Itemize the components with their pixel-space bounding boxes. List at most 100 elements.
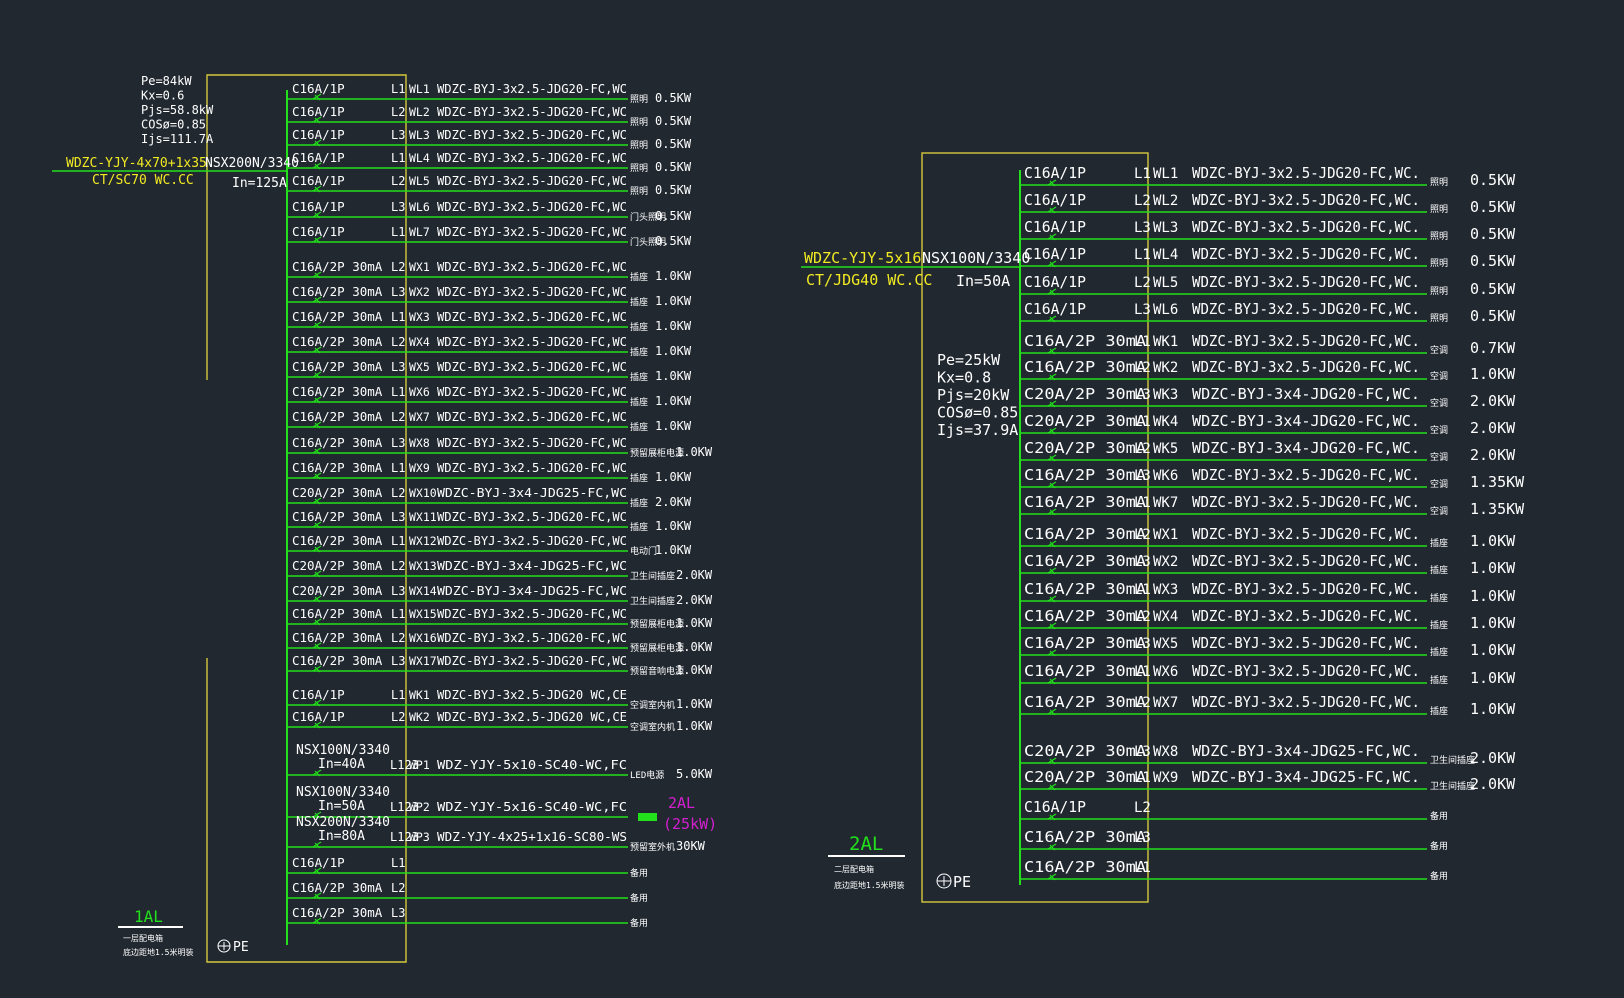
breaker-symbol [312, 699, 322, 707]
circuit-phase: L3 [1134, 220, 1151, 236]
circuit-breaker: C16A/1P [1024, 798, 1086, 816]
circuit-cable: WDZC-BYJ-3x2.5-JDG20-FC,WC [437, 606, 627, 621]
circuit-load: 照明 [630, 140, 648, 151]
circuit-power: 1.0KW [655, 543, 692, 557]
circuit-id: WX6 [1153, 664, 1178, 680]
circuit-phase: L1 [391, 688, 405, 702]
panel-name: 1AL [134, 907, 163, 926]
circuit-cable: WDZC-BYJ-3x2.5-JDG20-FC,WC [437, 435, 627, 450]
circuit-breaker: C16A/1P [1024, 245, 1086, 263]
pe-label: PE [233, 940, 249, 955]
circuit-phase: L2 [1134, 193, 1151, 209]
circuit-load: 预留音响电源 [630, 665, 684, 677]
breaker-symbol [312, 892, 322, 900]
circuit-phase: L3 [391, 285, 405, 299]
circuit-phase: L123 [390, 800, 419, 814]
circuit-id: WX9 [409, 461, 430, 475]
circuit-power: 0.5KW [655, 137, 692, 151]
circuit-cable: WDZC-BYJ-3x2.5-JDG20-FC,WC. [1192, 245, 1420, 263]
circuit-phase: L1 [391, 856, 405, 870]
circuit-load: 照明 [1430, 204, 1448, 215]
breaker-symbol [1047, 427, 1057, 435]
circuit-load: 备用 [630, 917, 648, 929]
circuit-power: 0.5KW [1470, 307, 1516, 325]
circuit-id: WX14 [409, 584, 437, 598]
circuit-load: 插座 [1430, 537, 1448, 549]
panel-param: Ijs=111.7A [141, 132, 214, 146]
circuit-id: WX3 [409, 310, 430, 324]
circuit-cable: WDZC-BYJ-3x2.5-JDG20-FC,WC [437, 409, 627, 424]
breaker-symbol [312, 521, 322, 529]
circuit-power: 1.0KW [1470, 669, 1516, 687]
circuit-load: 照明 [630, 186, 648, 197]
circuit-phase: L3 [391, 436, 405, 450]
circuit-phase: L123 [390, 830, 419, 844]
circuit-breaker: C16A/1P [1024, 273, 1086, 291]
circuit-phase: L3 [391, 360, 405, 374]
circuit-cable: WDZC-BYJ-3x2.5-JDG20-FC,WC. [1192, 218, 1420, 236]
circuit-id: WP2 [409, 800, 430, 814]
breaker-symbol [1047, 813, 1057, 821]
circuit-load: 照明 [1430, 231, 1448, 242]
circuit-breaker: C16A/2P 30mA [292, 509, 383, 524]
breaker-symbol [312, 841, 322, 849]
breaker-symbol [1047, 622, 1057, 630]
breaker-symbol [1047, 708, 1057, 716]
circuit-id: WP3 [409, 830, 430, 844]
breaker-symbol [312, 642, 322, 650]
circuit-cable: WDZ-YJY-4x25+1x16-SC80-WS [437, 829, 627, 844]
circuit-load: 备用 [630, 892, 648, 904]
circuit-power: 0.5KW [1470, 171, 1516, 189]
circuit-load: 卫生间插座 [630, 570, 675, 582]
circuit-phase: L3 [1134, 554, 1151, 570]
circuit-breaker: NSX200N/3340 [296, 815, 390, 830]
wp2-target-power: (25kW) [663, 815, 717, 833]
circuit-cable: WDZC-BYJ-3x2.5-JDG20-FC,WC [437, 309, 627, 324]
breaker-symbol [312, 185, 322, 193]
circuit-phase: L2 [1134, 609, 1151, 625]
circuit-cable: WDZC-BYJ-3x2.5-JDG20-FC,WC. [1192, 164, 1420, 182]
panel-param: COSø=0.85 [141, 118, 206, 132]
circuit-cable: WDZC-BYJ-3x2.5-JDG20-FC,WC. [1192, 634, 1420, 652]
circuit-load: 备用 [1430, 810, 1448, 822]
circuit-breaker: C16A/2P 30mA [1024, 466, 1146, 484]
circuit-phase: L3 [1134, 830, 1151, 846]
breaker-symbol [1047, 873, 1057, 881]
circuit-power: 2.0KW [655, 495, 692, 509]
circuit-cable: WDZC-BYJ-3x2.5-JDG20-FC,WC. [1192, 273, 1420, 291]
breaker-symbol [312, 396, 322, 404]
circuit-breaker: C16A/2P 30mA [1024, 858, 1146, 876]
circuit-breaker: C16A/2P 30mA [292, 384, 383, 399]
circuit-id: WL6 [409, 200, 430, 214]
circuit-cable: WDZ-YJY-5x16-SC40-WC,FC [437, 799, 627, 814]
circuit-breaker: C16A/2P 30mA [1024, 634, 1146, 652]
circuit-id: WX9 [1153, 770, 1178, 786]
breaker-symbol [312, 211, 322, 219]
circuit-breaker: C16A/1P [292, 687, 345, 702]
circuit-phase: L1 [391, 461, 405, 475]
circuit-phase: L2 [391, 174, 405, 188]
circuit-breaker: C16A/2P 30mA [292, 653, 383, 668]
circuit-cable: WDZC-BYJ-3x4-JDG20-FC,WC. [1192, 439, 1420, 457]
circuit-id: WP1 [409, 758, 430, 772]
circuit-power: 1.0KW [655, 344, 692, 358]
circuit-cable: WDZC-BYJ-3x2.5-JDG20-FC,WC. [1192, 693, 1420, 711]
circuit-breaker: C16A/2P 30mA [1024, 662, 1146, 680]
circuit-breaker: C16A/2P 30mA [292, 284, 383, 299]
circuit-load: 插座 [630, 371, 648, 383]
circuit-load: 卫生间插座 [1430, 780, 1475, 792]
breaker-symbol [1047, 843, 1057, 851]
